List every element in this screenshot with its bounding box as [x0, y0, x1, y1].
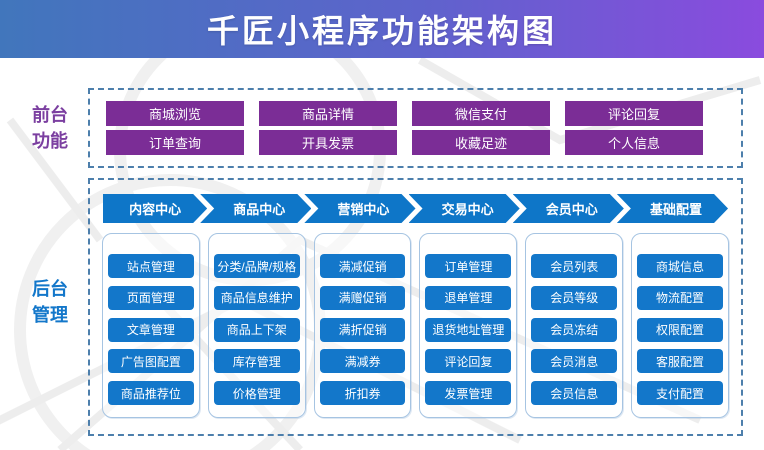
center-column-content: 站点管理 页面管理 文章管理 广告图配置 商品推荐位 [102, 233, 200, 418]
module-button: 满减促销 [319, 254, 406, 278]
front-function-button: 商城浏览 [106, 101, 244, 126]
module-button: 评论回复 [425, 349, 512, 374]
front-function-button: 微信支付 [412, 101, 550, 126]
module-button: 订单管理 [425, 254, 512, 278]
center-header-arrow: 商品中心 [200, 194, 311, 223]
center-header-row: 内容中心 商品中心 营销中心 交易中心 会员中心 基础配置 [103, 194, 728, 223]
center-columns: 站点管理 页面管理 文章管理 广告图配置 商品推荐位 分类/品牌/规格 商品信息… [102, 233, 729, 418]
page-title: 千匠小程序功能架构图 [206, 13, 557, 49]
module-button: 价格管理 [213, 381, 300, 405]
module-button: 满赠促销 [319, 285, 406, 310]
module-button: 客服配置 [637, 349, 723, 374]
front-section-label: 前台 功能 [24, 102, 76, 154]
module-button: 库存管理 [213, 349, 300, 374]
module-button: 文章管理 [108, 317, 194, 342]
center-column-product: 分类/品牌/规格 商品信息维护 商品上下架 库存管理 价格管理 [207, 233, 306, 418]
center-column-trade: 订单管理 退单管理 退货地址管理 评论回复 发票管理 [419, 233, 518, 418]
back-management-panel: 内容中心 商品中心 营销中心 交易中心 会员中心 基础配置 站点管理 页面管理 … [88, 178, 743, 436]
module-button: 发票管理 [425, 381, 512, 405]
front-function-button: 评论回复 [565, 101, 703, 126]
module-button: 会员信息 [531, 381, 618, 405]
front-function-button: 个人信息 [565, 130, 703, 155]
module-button: 满减券 [319, 349, 406, 374]
module-button: 广告图配置 [108, 349, 194, 374]
front-function-button: 订单查询 [106, 130, 244, 155]
module-button: 退单管理 [425, 285, 512, 310]
module-button: 商城信息 [637, 254, 723, 278]
back-section-label-line1: 后台 [32, 279, 68, 299]
front-section-label-line1: 前台 [32, 105, 68, 125]
front-function-button: 收藏足迹 [412, 130, 550, 155]
front-function-button: 商品详情 [259, 101, 397, 126]
back-section-label: 后台 管理 [24, 276, 76, 328]
center-column-member: 会员列表 会员等级 会员冻结 会员消息 会员信息 [525, 233, 624, 418]
front-section-label-line2: 功能 [32, 131, 68, 151]
center-column-marketing: 满减促销 满赠促销 满折促销 满减券 折扣券 [313, 233, 412, 418]
center-header-arrow: 营销中心 [304, 194, 415, 223]
module-button: 会员冻结 [531, 317, 618, 342]
module-button: 分类/品牌/规格 [213, 254, 300, 278]
center-header-arrow: 交易中心 [409, 194, 520, 223]
back-section-label-line2: 管理 [32, 305, 68, 325]
center-header-arrow: 内容中心 [103, 194, 207, 223]
module-button: 物流配置 [637, 285, 723, 310]
module-button: 商品信息维护 [213, 285, 300, 310]
center-column-basic-config: 商城信息 物流配置 权限配置 客服配置 支付配置 [631, 233, 729, 418]
module-button: 支付配置 [637, 381, 723, 405]
module-button: 权限配置 [637, 317, 723, 342]
module-button: 商品推荐位 [108, 381, 194, 405]
front-function-button: 开具发票 [259, 130, 397, 155]
module-button: 会员消息 [531, 349, 618, 374]
title-banner: 千匠小程序功能架构图 [0, 0, 764, 58]
module-button: 会员等级 [531, 285, 618, 310]
module-button: 页面管理 [108, 285, 194, 310]
front-functions-panel: 商城浏览 商品详情 微信支付 评论回复 订单查询 开具发票 收藏足迹 个人信息 [88, 88, 743, 168]
module-button: 折扣券 [319, 381, 406, 405]
center-header-arrow: 会员中心 [513, 194, 624, 223]
module-button: 满折促销 [319, 317, 406, 342]
module-button: 站点管理 [108, 254, 194, 278]
module-button: 商品上下架 [213, 317, 300, 342]
module-button: 会员列表 [531, 254, 618, 278]
module-button: 退货地址管理 [425, 317, 512, 342]
center-header-arrow: 基础配置 [617, 194, 728, 223]
